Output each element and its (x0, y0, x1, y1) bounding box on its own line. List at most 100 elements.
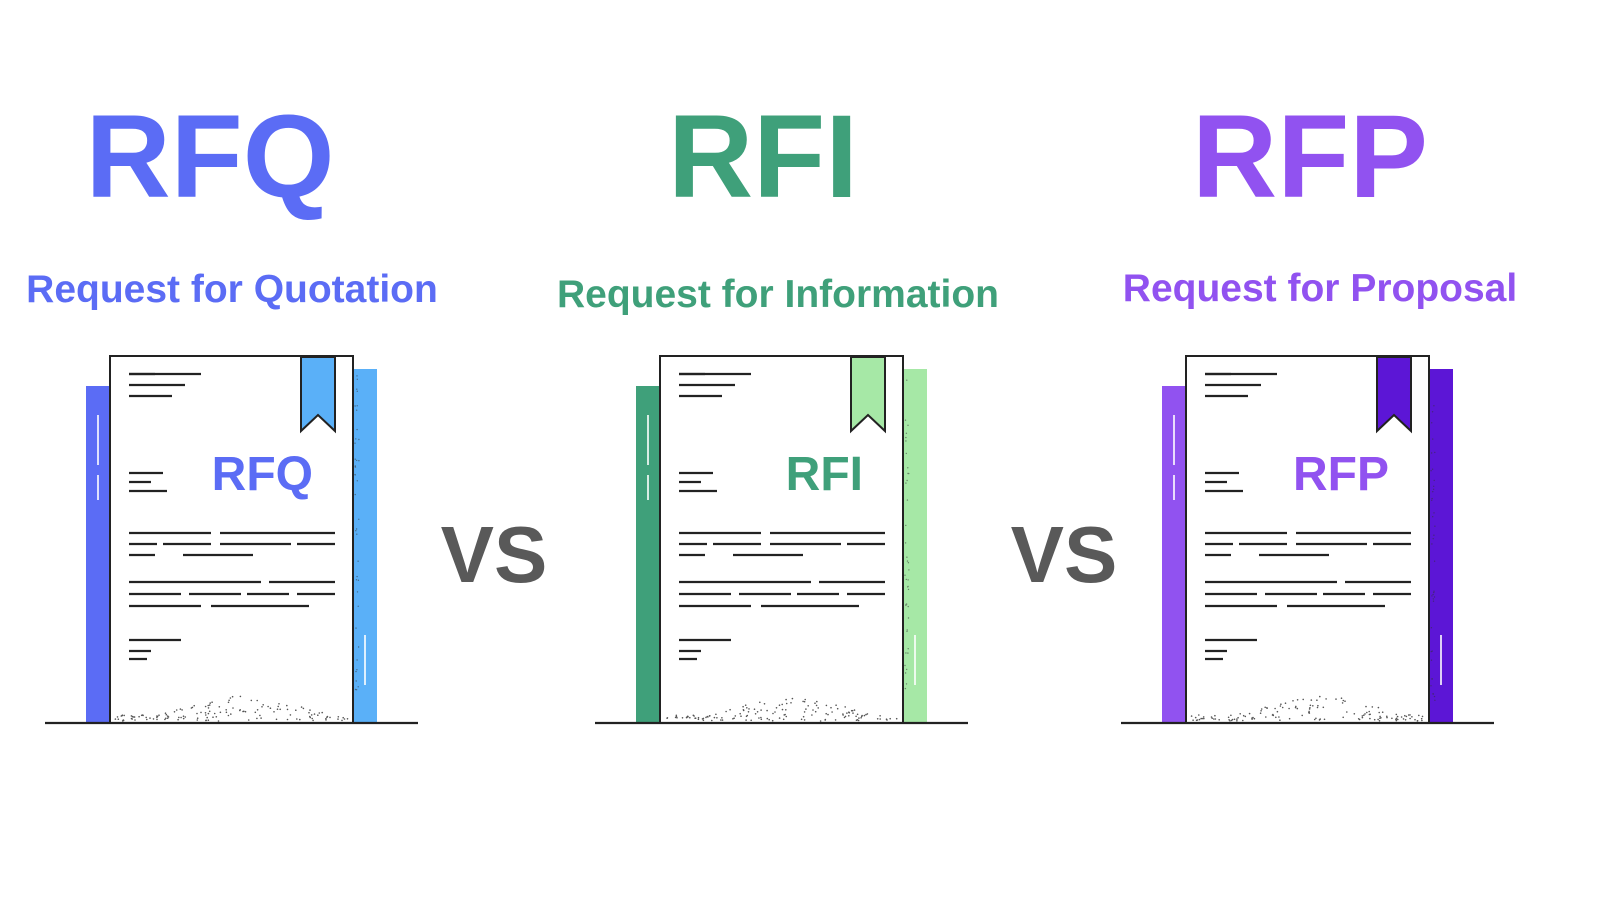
strip-dot (357, 646, 360, 648)
stipple-dot (1253, 717, 1256, 720)
rfi-title: RFI (667, 91, 859, 223)
stipple-dot (1302, 698, 1304, 701)
stipple-dot (219, 711, 222, 714)
strip-dot-texture (1430, 405, 1436, 701)
stipple-dot (166, 715, 169, 717)
stipple-dot (273, 711, 275, 713)
strip-dot (1430, 452, 1433, 454)
stipple-dot (742, 709, 745, 711)
stipple-dot (1315, 717, 1317, 720)
stipple-dot (1366, 711, 1368, 714)
strip-dot (354, 466, 356, 468)
stipple-dot (844, 706, 846, 708)
stipple-dot (250, 699, 253, 702)
stipple-dot (889, 717, 891, 720)
rfi-document-illustration: RFI (595, 355, 968, 725)
rfp-document-illustration: RFP (1121, 355, 1494, 725)
stipple-dot (1340, 697, 1343, 699)
strip-dot (1431, 411, 1434, 413)
stipple-texture (114, 695, 349, 722)
stipple-dot (1266, 707, 1268, 709)
stipple-dot (805, 708, 807, 710)
stipple-dot (1379, 715, 1381, 718)
strip-dot (1431, 543, 1433, 545)
strip-dot (905, 432, 908, 434)
stipple-dot (865, 713, 867, 716)
strip-dot-texture (354, 375, 360, 691)
stipple-dot (140, 714, 143, 717)
stipple-dot (852, 712, 854, 714)
stipple-dot (212, 716, 214, 718)
stipple-dot (831, 711, 833, 713)
stipple-dot (1421, 719, 1423, 722)
stipple-dot (311, 717, 314, 720)
stipple-dot (1280, 703, 1282, 705)
stipple-dot (1379, 717, 1381, 719)
stipple-dot (848, 715, 850, 717)
stipple-dot (276, 708, 279, 710)
stipple-dot (309, 709, 311, 711)
stipple-dot (1275, 716, 1277, 719)
stipple-dot (1194, 716, 1197, 719)
stipple-dot (117, 718, 120, 720)
stipple-dot (310, 714, 313, 716)
strip-dot (905, 683, 908, 685)
bookmark-ribbon (1376, 356, 1412, 434)
stipple-dot (879, 718, 881, 720)
stipple-dot (228, 699, 230, 702)
stipple-texture (666, 697, 898, 722)
stipple-dot (676, 717, 678, 719)
document-label: RFQ (212, 448, 313, 501)
stipple-dot (1418, 714, 1420, 717)
stipple-dot (158, 714, 160, 716)
rfi-full-name: Request for Information (556, 273, 999, 316)
strip-dot (358, 518, 360, 520)
stipple-dot (759, 701, 761, 704)
stipple-dot (1409, 714, 1411, 716)
stipple-dot (819, 720, 822, 722)
strip-dot (355, 627, 357, 629)
strip-dot (356, 405, 358, 407)
strip-dot (1430, 659, 1433, 661)
stipple-dot (1420, 717, 1423, 720)
strip-dot (1432, 598, 1434, 600)
stipple-dot (694, 717, 696, 719)
strip-dot (1433, 485, 1435, 487)
stipple-dot (208, 704, 211, 706)
strip-dot (356, 533, 358, 535)
stipple-dot (785, 702, 788, 705)
strip-dot (356, 409, 358, 411)
strip-dot (1430, 650, 1432, 653)
stipple-dot (781, 703, 783, 706)
stipple-dot (721, 719, 724, 721)
strip-dot (357, 686, 359, 688)
stipple-dot (1251, 717, 1253, 719)
stipple-dot (1407, 714, 1410, 716)
stipple-dot (138, 715, 140, 718)
stipple-dot (1344, 700, 1346, 702)
stipple-dot (740, 715, 742, 717)
stipple-dot (342, 716, 345, 719)
strip-dot (354, 405, 356, 407)
stipple-dot (1236, 720, 1238, 722)
stipple-dot (816, 700, 818, 703)
strip-dot (906, 379, 908, 381)
strip-dot (355, 528, 358, 530)
stipple-dot (196, 717, 199, 719)
stipple-dot (256, 709, 259, 711)
stipple-dot (1369, 717, 1371, 720)
strip-dot (904, 419, 907, 421)
stipple-dot (807, 705, 809, 707)
stipple-dot (260, 717, 262, 719)
strip-dot (1434, 451, 1436, 454)
stipple-dot (1296, 707, 1299, 710)
stipple-dot (146, 718, 148, 721)
stipple-dot (164, 712, 167, 714)
stipple-dot (1316, 706, 1319, 709)
strip-dot (358, 438, 360, 441)
strip-dot (906, 630, 908, 633)
strip-dot (356, 378, 358, 380)
stipple-dot (313, 713, 316, 715)
stipple-dot (734, 715, 737, 717)
strip-dot (355, 670, 357, 673)
